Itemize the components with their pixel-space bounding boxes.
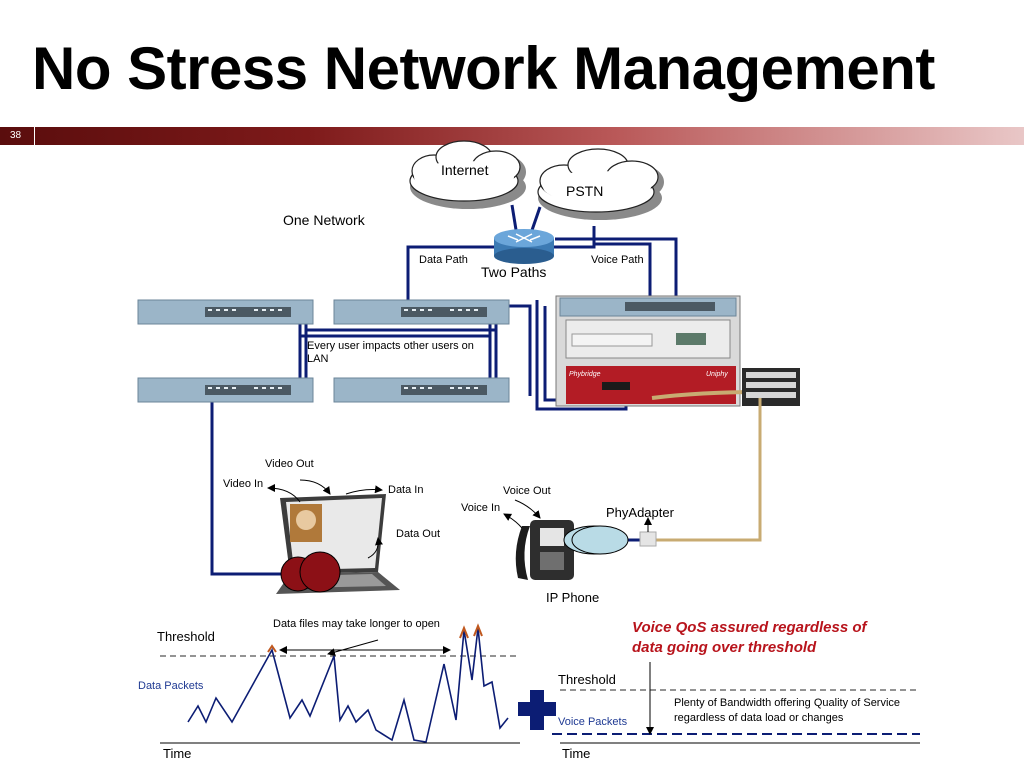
- video-in-label: Video In: [223, 478, 264, 490]
- switch-bottom-right-icon: [333, 377, 510, 403]
- plus-icon: [518, 690, 556, 730]
- left-time-label: Time: [163, 746, 192, 761]
- chassis-icon: Phybridge Uniphy: [555, 295, 761, 407]
- internet-label: Internet: [441, 162, 489, 178]
- bandwidth-annotation: Plenty of Bandwidth offering Quality of …: [674, 697, 901, 724]
- data-path-label: Data Path: [419, 254, 468, 266]
- switch-top-left-icon: [137, 299, 314, 325]
- data-packets-series: [187, 627, 509, 743]
- data-out-label: Data Out: [396, 528, 441, 540]
- laptop-arrows: [267, 479, 383, 559]
- phyadapter-icon: [563, 517, 657, 555]
- title-bar: [0, 127, 1024, 145]
- router-icon: [494, 229, 554, 264]
- data-in-label: Data In: [388, 484, 424, 496]
- switch-bottom-left-icon: [137, 377, 314, 403]
- right-time-label: Time: [562, 746, 591, 761]
- two-paths-label: Two Paths: [481, 264, 547, 280]
- chassis-brand-left: Phybridge: [569, 371, 601, 378]
- lan-note: Every user impacts other users on LAN: [307, 340, 474, 365]
- video-out-label: Video Out: [265, 458, 314, 470]
- switch-top-right-icon: [333, 299, 510, 325]
- phone-arrows: [503, 499, 541, 529]
- adapter-cable: [656, 398, 762, 542]
- patch-panel-icon: [742, 368, 800, 406]
- left-graph: [160, 623, 520, 744]
- chassis-brand-right: Uniphy: [706, 371, 728, 378]
- voice-in-label: Voice In: [461, 502, 501, 514]
- headset-icon: [280, 551, 341, 593]
- bar-divider: [34, 127, 35, 145]
- right-graph: [552, 662, 920, 744]
- data-files-annotation: Data files may take longer to open: [273, 618, 440, 630]
- right-threshold-label: Threshold: [558, 672, 616, 687]
- voice-packets-label: Voice Packets: [558, 716, 628, 728]
- left-threshold-label: Threshold: [157, 629, 215, 644]
- voice-out-label: Voice Out: [503, 485, 551, 497]
- data-packets-label: Data Packets: [138, 680, 204, 692]
- slide-title: No Stress Network Management: [32, 35, 935, 102]
- slide-number: 38: [10, 130, 22, 141]
- pstn-cloud-icon: [537, 148, 664, 220]
- internet-cloud-icon: [409, 140, 526, 209]
- one-network-label: One Network: [283, 212, 365, 228]
- ip-phone-icon: [515, 520, 574, 580]
- ip-phone-label: IP Phone: [546, 590, 600, 605]
- voice-path-label: Voice Path: [591, 254, 644, 266]
- pstn-label: PSTN: [566, 183, 604, 199]
- phyadapter-label: PhyAdapter: [606, 505, 674, 520]
- voice-qos-headline: Voice QoS assured regardless of data goi…: [632, 619, 867, 656]
